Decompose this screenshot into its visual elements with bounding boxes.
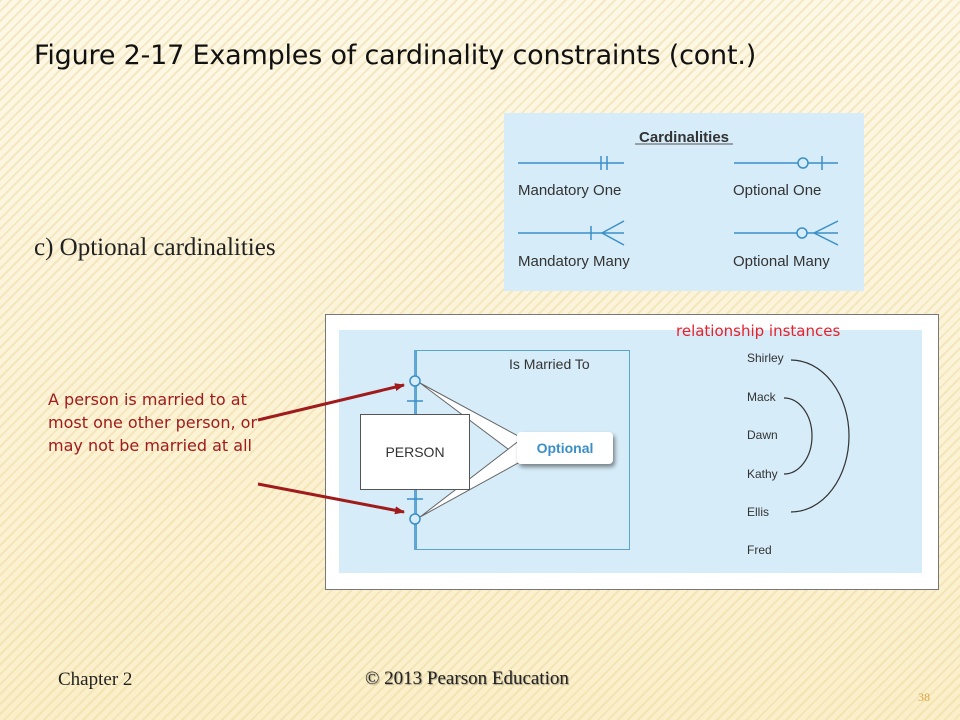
mandatory-one-symbol [518, 156, 624, 170]
optional-callout-label: Optional [536, 440, 594, 456]
legend-label-optional-many: Optional Many [733, 253, 830, 270]
annotation-arrows [257, 383, 405, 515]
relationship-instances-heading: relationship instances [676, 322, 841, 340]
person-entity-label: PERSON [385, 444, 445, 460]
instance-name: Mack [747, 390, 776, 404]
marriage-arcs [783, 359, 850, 513]
optional-one-symbol [734, 156, 838, 170]
optional-callout: Optional [517, 432, 613, 464]
legend-label-optional-one: Optional One [733, 182, 822, 199]
instance-name: Kathy [747, 467, 778, 481]
optional-many-symbol [734, 220, 839, 246]
person-entity-box: PERSON [360, 414, 470, 490]
recursive-relationship-line [407, 350, 423, 550]
legend-symbols [518, 143, 839, 246]
slide-subtitle: c) Optional cardinalities [34, 234, 276, 261]
footer-copyright: © 2013 Pearson Education [365, 668, 569, 689]
mandatory-many-symbol [518, 220, 625, 246]
legend-label-mandatory-many: Mandatory Many [518, 253, 630, 270]
footer-chapter: Chapter 2 [58, 669, 133, 690]
legend-label-mandatory-one: Mandatory One [518, 182, 622, 199]
legend-title: Cardinalities [638, 129, 730, 146]
annotation-text: A person is married to at most one other… [48, 390, 258, 455]
page-number: 38 [918, 690, 930, 704]
instance-name: Dawn [747, 428, 778, 442]
instance-name: Ellis [747, 505, 770, 519]
instance-name: Fred [747, 543, 772, 557]
cardinality-legend: Cardinalities Mandatory One Optional One… [504, 113, 864, 291]
slide-title: Figure 2-17 Examples of cardinality cons… [34, 40, 757, 71]
relationship-name: Is Married To [509, 356, 590, 372]
instance-name: Shirley [747, 351, 784, 365]
